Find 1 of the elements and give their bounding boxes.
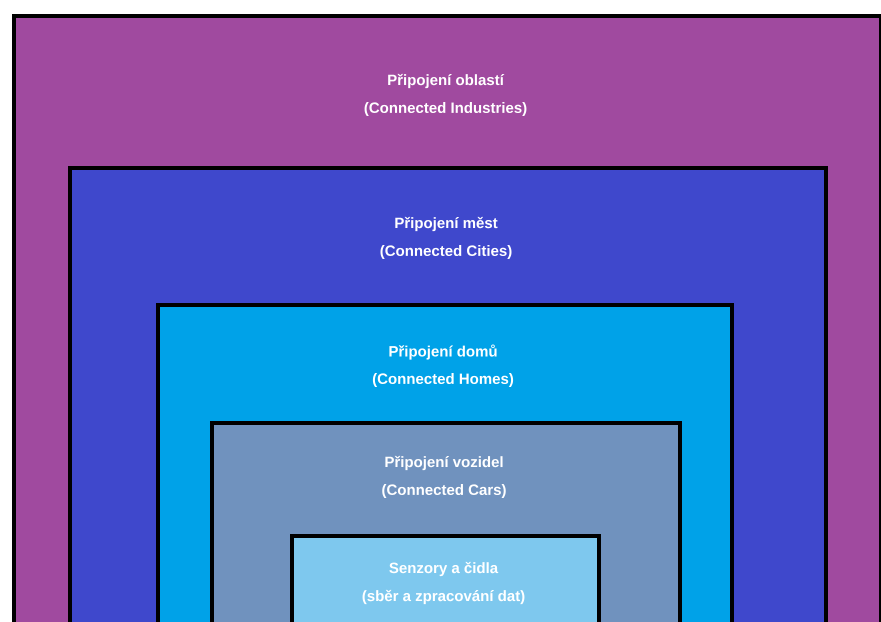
- layer-box: Senzory a čidla (sběr a zpracování dat): [290, 534, 601, 622]
